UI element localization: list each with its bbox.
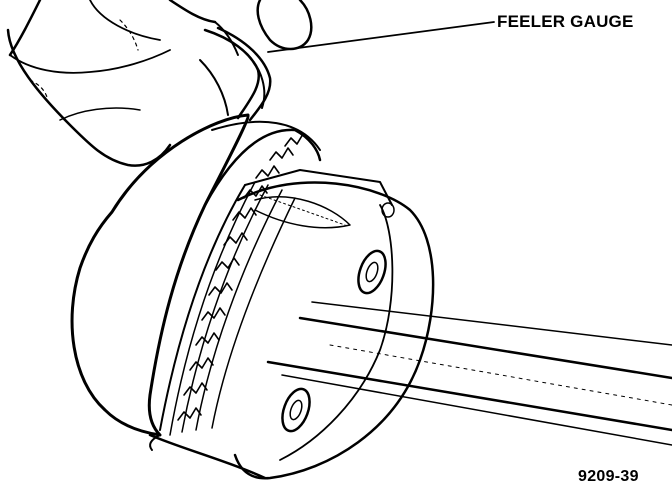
hand-holding-gauge: [8, 0, 311, 166]
piston-pin-boss: [235, 170, 433, 478]
figure-number: 9209-39: [578, 468, 639, 485]
feeler-gauge-blade: [205, 28, 270, 120]
feeler-gauge-label: FEELER GAUGE: [497, 12, 634, 31]
connecting-rod: [268, 302, 672, 445]
ring-groove-hatching: [178, 134, 303, 420]
callout-leader-line: [268, 22, 494, 52]
